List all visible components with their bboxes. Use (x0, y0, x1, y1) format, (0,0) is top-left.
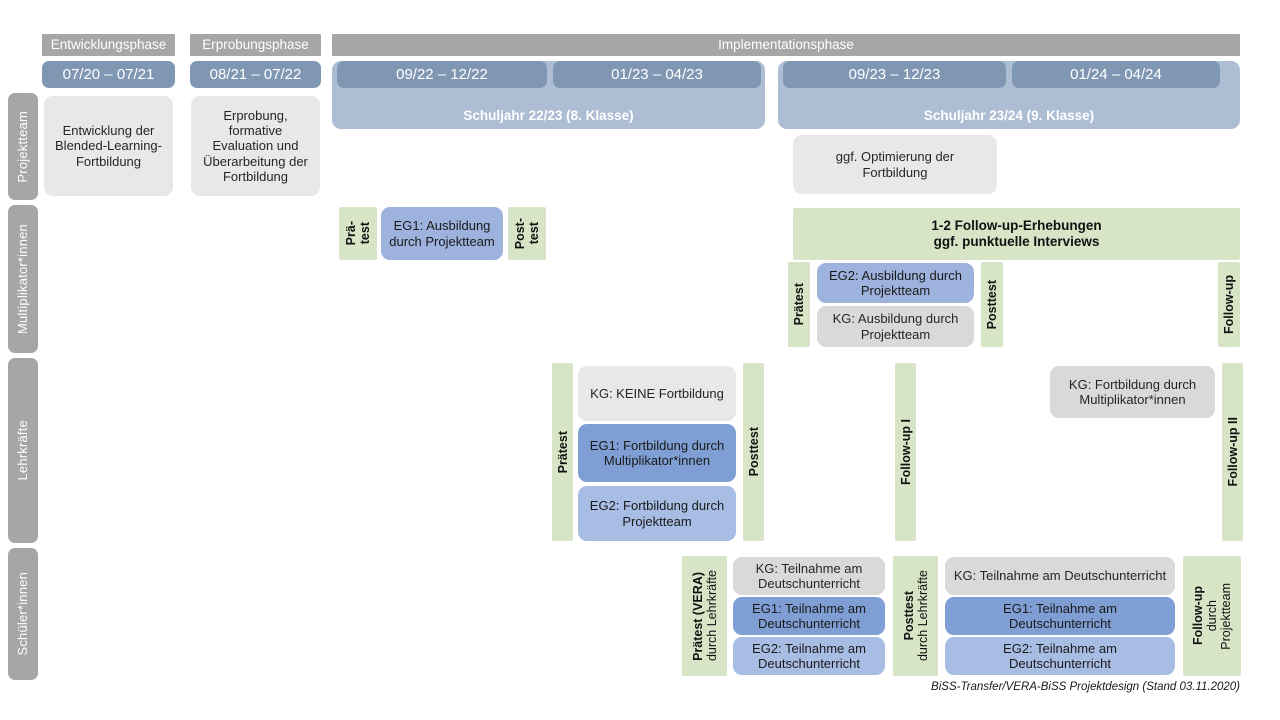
period-bar-0821-0722: 08/21 – 07/22 (190, 61, 321, 88)
card-lehrkraefte-eg1-fortbildung: EG1: Fortbildung durch Multiplikator*inn… (578, 424, 736, 482)
strip-multiplikatoren-praetest-1: Prä- test (339, 207, 377, 260)
strip-lehrkraefte-posttest-text: Posttest (746, 427, 761, 477)
row-label-lehrkraefte: Lehrkräfte (8, 358, 38, 543)
period-bar-0720-0721: 07/20 – 07/21 (42, 61, 175, 88)
card-schueler-kg-teilnahme-right: KG: Teilnahme am Deutschunterricht (945, 557, 1175, 595)
phase-header-entwicklungsphase: Entwicklungsphase (42, 34, 175, 56)
strip-lehrkraefte-praetest: Prätest (552, 363, 573, 541)
card-erprobung-evaluation: Erprobung, formative Evaluation und Über… (191, 96, 320, 196)
period-bar-0123-0423: 01/23 – 04/23 (553, 61, 761, 88)
footer-caption: BiSS-Transfer/VERA-BiSS Projektdesign (S… (931, 681, 1240, 693)
strip-lehrkraefte-followup-2-text: Follow-up II (1225, 417, 1240, 487)
strip-multiplikatoren-posttest-2: Posttest (981, 262, 1003, 347)
period-bar-0922-1222: 09/22 – 12/22 (337, 61, 547, 88)
strip-lehrkraefte-posttest: Posttest (743, 363, 764, 541)
card-lehrkraefte-eg2-fortbildung: EG2: Fortbildung durch Projektteam (578, 486, 736, 541)
row-label-lehrkraefte-text: Lehrkräfte (15, 420, 31, 481)
strip-schueler-followup-sub2: Projektteam (1219, 582, 1233, 650)
strip-schueler-followup-sub1: durch (1205, 600, 1219, 632)
card-multiplikatoren-eg2-ausbildung: EG2: Ausbildung durch Projektteam (817, 263, 974, 303)
card-schueler-eg1-teilnahme-right: EG1: Teilnahme am Deutschunterricht (945, 597, 1175, 635)
strip-multiplikatoren-followup: Follow-up (1218, 262, 1240, 347)
phase-header-erprobungsphase: Erprobungsphase (190, 34, 321, 56)
row-label-multiplikatorinnen-text: Multiplikator*innen (15, 223, 31, 335)
strip-schueler-praetest-main: Prätest (VERA) (690, 571, 705, 661)
strip-posttest-1-line1: Post- (513, 217, 527, 250)
strip-praetest-1-line1: Prä- (344, 221, 358, 246)
strip-schueler-praetest-sub: durch Lehrkräfte (704, 570, 719, 662)
card-multiplikatoren-kg-ausbildung: KG: Ausbildung durch Projektteam (817, 306, 974, 347)
schuljahr-2324-label: Schuljahr 23/24 (9. Klasse) (923, 108, 1095, 123)
strip-multiplikatoren-followup-text: Follow-up (1222, 274, 1236, 334)
card-lehrkraefte-kg-fortbildung-multiplikatoren: KG: Fortbildung durch Multiplikator*inne… (1050, 366, 1215, 418)
row-label-projektteam: Projektteam (8, 93, 38, 200)
strip-schueler-followup-main: Follow-up (1191, 586, 1205, 646)
strip-praetest-2-text: Prätest (792, 283, 806, 326)
card-lehrkraefte-kg-keine-fortbildung: KG: KEINE Fortbildung (578, 366, 736, 421)
strip-schueler-posttest-sub: durch Lehrkräfte (915, 570, 930, 662)
card-schueler-eg1-teilnahme-left: EG1: Teilnahme am Deutschunterricht (733, 597, 885, 635)
banner-followup-line1: 1-2 Follow-up-Erhebungen (931, 218, 1102, 234)
strip-schueler-praetest-vera: Prätest (VERA) durch Lehrkräfte (682, 556, 727, 676)
strip-schueler-posttest-main: Posttest (901, 591, 916, 641)
strip-posttest-2-text: Posttest (985, 279, 999, 330)
strip-praetest-1-line2: test (358, 222, 372, 245)
card-schueler-kg-teilnahme-left: KG: Teilnahme am Deutschunterricht (733, 557, 885, 595)
strip-schueler-followup: Follow-up durch Projektteam (1183, 556, 1241, 676)
row-label-multiplikatorinnen: Multiplikator*innen (8, 205, 38, 353)
banner-followup-erhebungen: 1-2 Follow-up-Erhebungen ggf. punktuelle… (793, 208, 1240, 260)
strip-multiplikatoren-praetest-2: Prätest (788, 262, 810, 347)
strip-lehrkraefte-followup-2: Follow-up II (1222, 363, 1243, 541)
banner-followup-line2: ggf. punktuelle Interviews (933, 234, 1100, 249)
period-bar-0923-1223: 09/23 – 12/23 (783, 61, 1006, 88)
strip-lehrkraefte-followup-1-text: Follow-up I (898, 419, 913, 485)
card-multiplikatoren-eg1-ausbildung: EG1: Ausbildung durch Projektteam (381, 207, 503, 260)
period-bar-0124-0424: 01/24 – 04/24 (1012, 61, 1220, 88)
strip-lehrkraefte-followup-1: Follow-up I (895, 363, 916, 541)
row-label-schuelerinnen-text: Schüler*innen (15, 572, 31, 656)
strip-multiplikatoren-posttest-1: Post- test (508, 207, 546, 260)
card-ggf-optimierung-fortbildung: ggf. Optimierung der Fortbildung (793, 135, 997, 194)
strip-schueler-posttest: Posttest durch Lehrkräfte (893, 556, 938, 676)
row-label-schuelerinnen: Schüler*innen (8, 548, 38, 680)
card-schueler-eg2-teilnahme-left: EG2: Teilnahme am Deutschunterricht (733, 637, 885, 675)
strip-lehrkraefte-praetest-text: Prätest (555, 430, 570, 474)
card-schueler-eg2-teilnahme-right: EG2: Teilnahme am Deutschunterricht (945, 637, 1175, 675)
strip-posttest-1-line2: test (527, 222, 541, 245)
schuljahr-2223-label: Schuljahr 22/23 (8. Klasse) (463, 108, 634, 123)
row-label-projektteam-text: Projektteam (15, 110, 31, 183)
phase-header-implementationsphase: Implementationsphase (332, 34, 1240, 56)
card-entwicklung-blended-learning: Entwicklung der Blended-Learning-Fortbil… (44, 96, 173, 196)
